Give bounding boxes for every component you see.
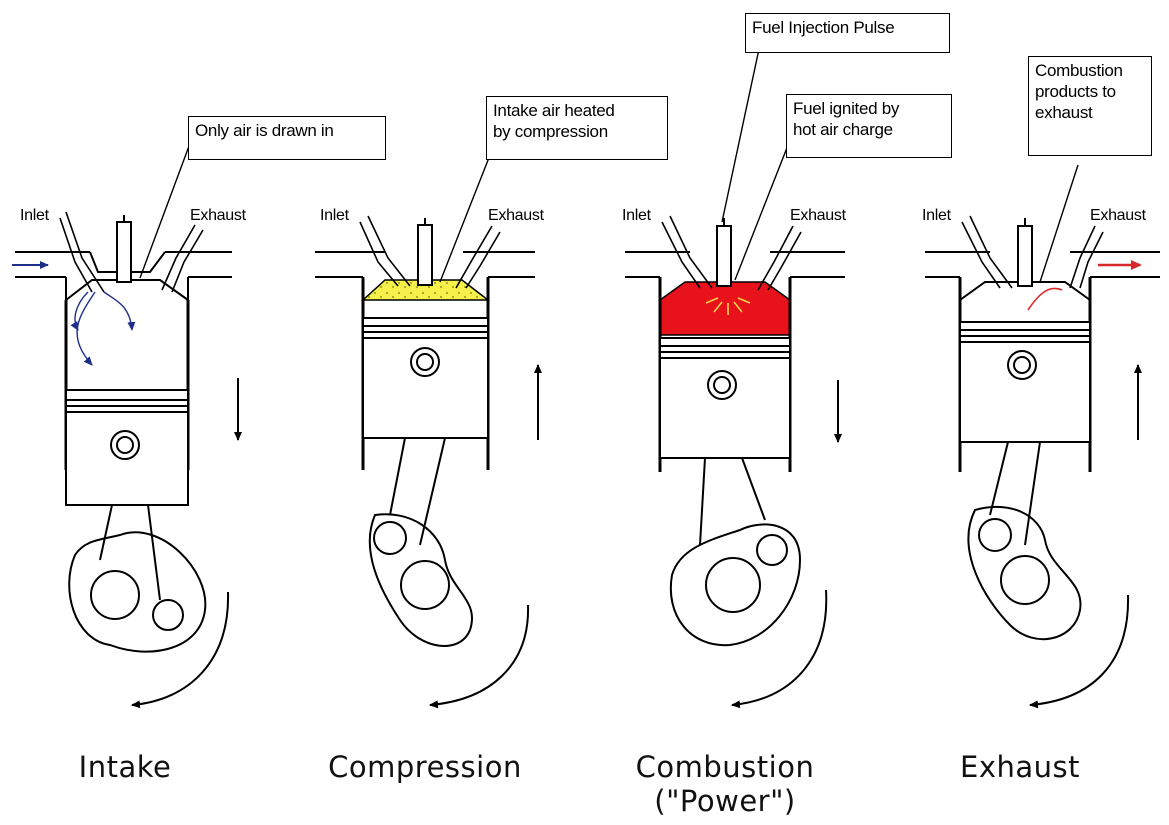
compression-engine	[315, 150, 538, 705]
stage-title-intake: Intake	[45, 750, 205, 784]
stage-title-exhaust: Exhaust	[940, 750, 1100, 784]
injection-pulse-callout: Fuel Injection Pulse	[745, 13, 950, 53]
intake-exhaust-label: Exhaust	[190, 207, 246, 225]
exhaust-callout: Combustion products to exhaust	[1028, 56, 1152, 156]
exhaust-engine	[925, 165, 1160, 705]
stage-title-combustion: Combustion ("Power")	[610, 750, 840, 818]
combustion-exhaust-label: Exhaust	[790, 207, 846, 225]
compression-exhaust-label: Exhaust	[488, 207, 544, 225]
exhaust-exhaust-label: Exhaust	[1090, 207, 1146, 225]
compression-callout: Intake air heated by compression	[486, 96, 668, 160]
stage-title-compression: Compression	[310, 750, 540, 784]
intake-inlet-label: Inlet	[20, 207, 49, 225]
exhaust-inlet-label: Inlet	[922, 207, 951, 225]
combustion-inlet-label: Inlet	[622, 207, 651, 225]
intake-callout: Only air is drawn in	[188, 116, 386, 160]
compression-inlet-label: Inlet	[320, 207, 349, 225]
combustion-callout: Fuel ignited by hot air charge	[786, 94, 952, 158]
